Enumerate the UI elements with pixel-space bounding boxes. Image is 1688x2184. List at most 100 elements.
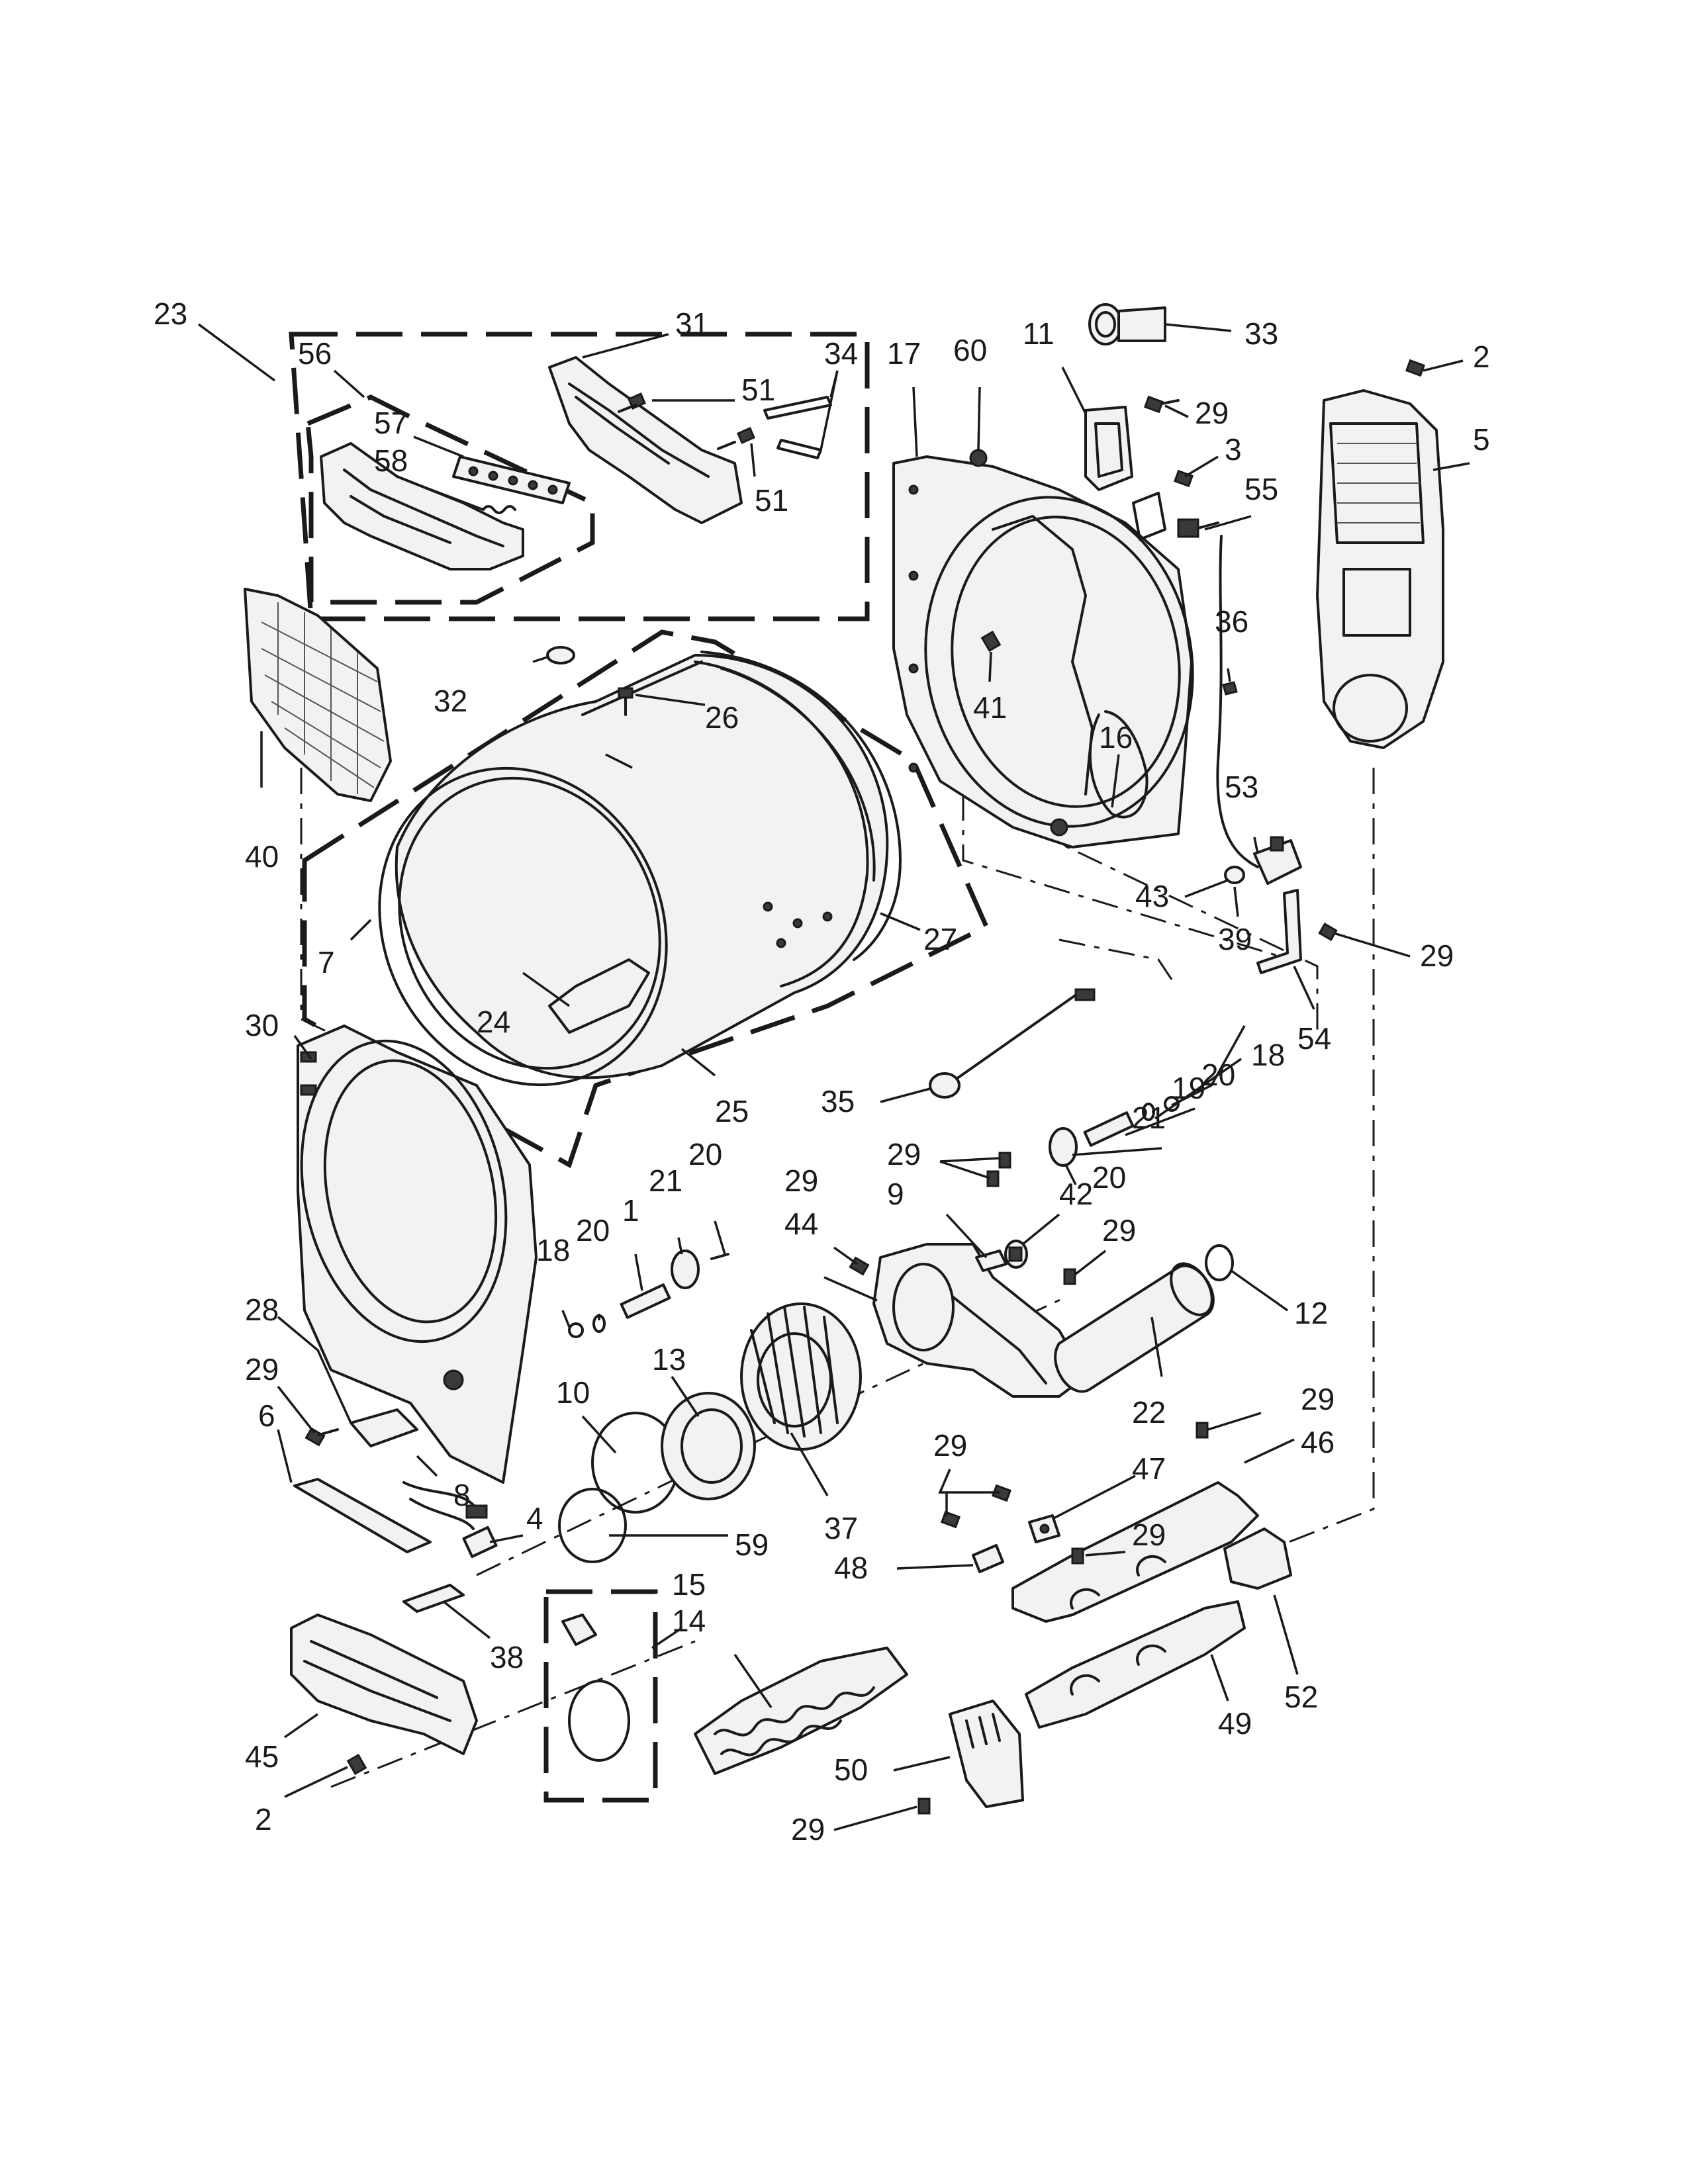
blower-housing [872, 1243, 1087, 1398]
callout-51b: 51 [755, 483, 788, 518]
callout-33: 33 [1244, 316, 1278, 351]
callout-42: 42 [1059, 1177, 1093, 1211]
callout-17: 17 [887, 336, 921, 371]
callout-24: 24 [477, 1005, 510, 1039]
exhaust-tube [1054, 1262, 1215, 1393]
blower-housing-plate [661, 1392, 756, 1500]
screw-51a [618, 392, 646, 413]
blower-gasket [558, 1488, 627, 1563]
screw-29-top [1144, 395, 1180, 414]
callout-31: 31 [675, 306, 709, 341]
callout-20-left: 20 [576, 1213, 610, 1248]
screw-29-terminal [917, 1797, 931, 1815]
water-hose [1216, 535, 1259, 868]
callout-30: 30 [245, 1008, 279, 1042]
callout-19: 19 [1172, 1071, 1205, 1105]
callout-4: 4 [526, 1501, 543, 1535]
callout-58: 58 [374, 443, 408, 478]
callout-46: 46 [1301, 1425, 1335, 1459]
screw-2-top [1405, 359, 1425, 377]
callout-59: 59 [735, 1527, 769, 1562]
seal-strip-lower [776, 439, 822, 459]
callout-1: 1 [622, 1193, 639, 1228]
callout-labels: 23 56 57 58 31 51 51 34 17 60 11 33 2 29… [154, 296, 1490, 1846]
callout-32: 32 [434, 684, 467, 718]
callout-35: 35 [821, 1084, 855, 1118]
callout-40: 40 [245, 839, 279, 874]
callout-6: 6 [258, 1398, 275, 1433]
nut-39 [1224, 866, 1245, 884]
screw-29-blower-a [998, 1152, 1011, 1169]
callout-2-bottom: 2 [255, 1802, 272, 1837]
pin-60 [969, 449, 988, 467]
callout-37: 37 [824, 1511, 858, 1545]
group-box-top-panel [289, 332, 870, 621]
thermistor [975, 1250, 1008, 1272]
callout-48: 48 [834, 1551, 868, 1585]
callout-16: 16 [1099, 720, 1133, 754]
console-frame [320, 442, 524, 570]
callout-20-right: 20 [1201, 1058, 1235, 1092]
callout-29-blower: 29 [887, 1137, 921, 1171]
callout-20-top: 20 [688, 1137, 722, 1171]
exhaust-elbow [1088, 303, 1166, 345]
callout-26: 26 [705, 700, 739, 735]
callout-10: 10 [556, 1375, 590, 1410]
spring-clip [482, 505, 516, 514]
callout-8: 8 [453, 1478, 471, 1512]
callout-29-top: 29 [1195, 396, 1229, 430]
callout-28: 28 [245, 1293, 279, 1327]
callout-45: 45 [245, 1739, 279, 1774]
callout-57: 57 [374, 406, 408, 440]
callout-3: 3 [1225, 432, 1242, 467]
callout-2-top: 2 [1473, 340, 1490, 374]
terminal-block [949, 1700, 1024, 1808]
callout-29-heater: 29 [933, 1428, 967, 1463]
callout-29-terminal: 29 [791, 1812, 825, 1846]
drum-baffle [548, 958, 650, 1034]
callout-12: 12 [1294, 1296, 1328, 1330]
idler-shaft-rear [1049, 1096, 1180, 1167]
blower-wheel [740, 1302, 862, 1451]
callout-49: 49 [1218, 1706, 1252, 1741]
screw-2-bottom [346, 1753, 367, 1776]
callout-21-right: 21 [1132, 1101, 1166, 1135]
idler-shaft-front [568, 1250, 729, 1338]
callout-7: 7 [318, 945, 335, 979]
drum-rear-seal [700, 651, 902, 961]
thermostat [1004, 1240, 1028, 1269]
sensor-harness-loop [1088, 710, 1149, 819]
screw-29-tube [1063, 1268, 1076, 1285]
screw-29-housing [1196, 1422, 1209, 1439]
callout-54: 54 [1297, 1021, 1331, 1056]
callout-51a: 51 [741, 373, 775, 407]
moisture-sensor [929, 988, 1096, 1099]
callout-29-housing: 29 [1301, 1382, 1335, 1416]
group-box-drum [302, 629, 990, 1169]
callout-23: 23 [154, 296, 187, 331]
callout-50: 50 [834, 1752, 868, 1787]
callout-52: 52 [1284, 1680, 1318, 1714]
heater-element [694, 1647, 908, 1775]
thermal-fuse-kit [561, 1614, 630, 1762]
callout-27: 27 [923, 922, 957, 956]
lint-screen [244, 588, 392, 802]
screw-51b [717, 427, 755, 450]
callout-21-left: 21 [649, 1163, 682, 1198]
clip-36 [1222, 681, 1238, 696]
callout-29-left: 29 [245, 1352, 279, 1387]
callout-25: 25 [715, 1094, 749, 1128]
top-panel-bracket [548, 356, 743, 524]
screw-29-heater-b [941, 1510, 961, 1529]
callout-60: 60 [953, 333, 987, 367]
drum-grommet [546, 646, 575, 664]
callout-18-right: 18 [1251, 1038, 1285, 1072]
callout-15: 15 [672, 1567, 706, 1602]
callout-11: 11 [1023, 316, 1055, 351]
front-duct [290, 1614, 478, 1755]
drum-screw [618, 687, 633, 716]
callout-29-tube: 29 [1102, 1213, 1136, 1248]
bracket-28 [350, 1408, 418, 1447]
door-switch [462, 1525, 498, 1559]
centerline-right-vertical [1237, 768, 1375, 1563]
